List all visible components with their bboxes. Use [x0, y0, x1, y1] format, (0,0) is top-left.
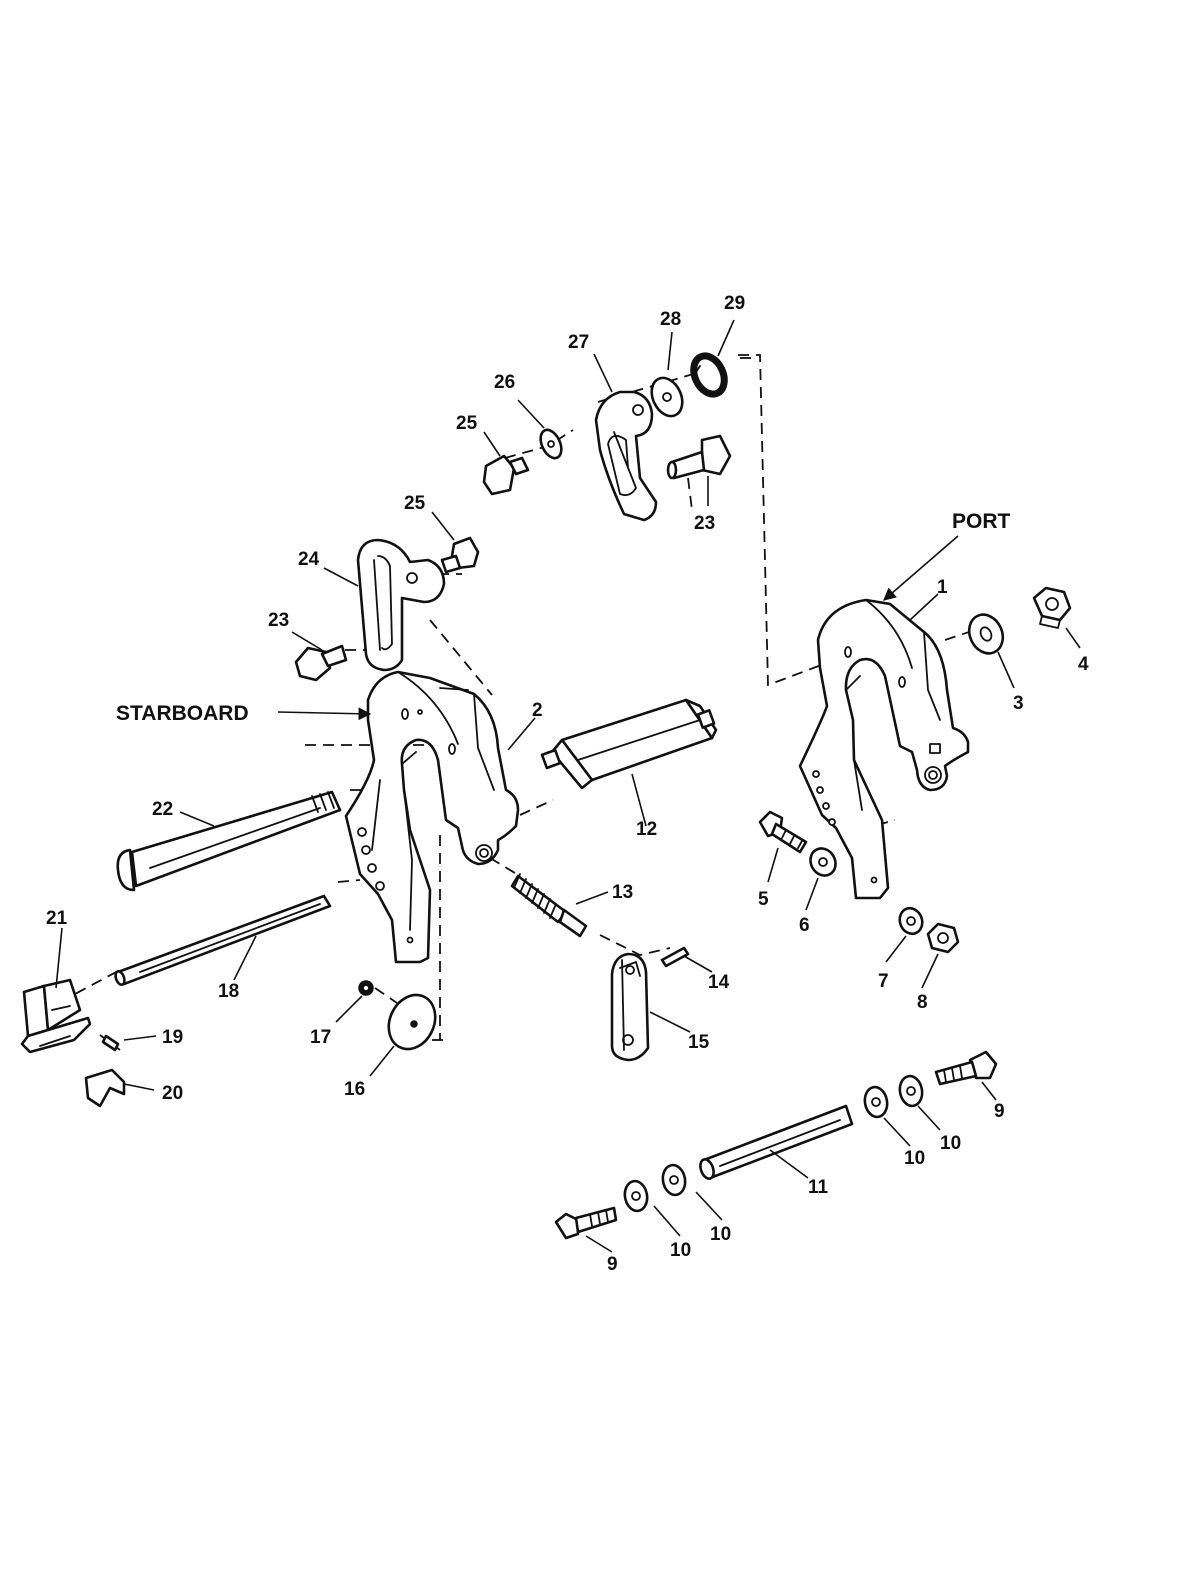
- callout-11: 11: [808, 1177, 829, 1198]
- washer-part-10-a: [863, 1085, 889, 1119]
- spring-part-13: [510, 873, 588, 938]
- pin-part-14: [660, 946, 690, 968]
- nut-part-4: [1032, 586, 1072, 629]
- washer-part-10-d: [661, 1163, 687, 1197]
- callout-7: 7: [878, 971, 889, 992]
- washer-part-3: [967, 613, 1005, 655]
- callout-9-left: 9: [607, 1254, 618, 1275]
- callout-17: 17: [310, 1027, 331, 1048]
- callout-5: 5: [758, 889, 769, 910]
- bolt-part-5: [758, 810, 808, 854]
- bolt-part-23-upper: [666, 434, 732, 480]
- callout-numbers: 1 2 3 4 5 6 7 8 9 9 10 10 10 10 11 12 13…: [46, 293, 1089, 1275]
- callout-10-a: 10: [940, 1133, 961, 1154]
- callout-25-lower: 25: [404, 493, 426, 514]
- knob-part-17: [358, 980, 374, 996]
- callout-9-right: 9: [994, 1101, 1005, 1122]
- callout-28: 28: [660, 309, 681, 330]
- callout-2: 2: [532, 700, 543, 721]
- plate-part-24: [356, 538, 446, 672]
- clip-part-20: [84, 1068, 126, 1108]
- callout-1: 1: [937, 577, 948, 598]
- port-side-label: PORT: [952, 510, 1011, 533]
- starboard-side-label: STARBOARD: [116, 702, 249, 725]
- washer-part-26: [539, 428, 563, 460]
- callout-13: 13: [612, 882, 633, 903]
- callout-10-b: 10: [904, 1148, 925, 1169]
- callout-16: 16: [344, 1079, 365, 1100]
- callout-12: 12: [636, 819, 657, 840]
- washer-part-28: [650, 376, 684, 418]
- leader-lines: [55, 319, 1081, 1253]
- latch-plate-part-27: [594, 390, 658, 522]
- callout-14: 14: [708, 972, 730, 993]
- latch-part-21: [20, 978, 92, 1054]
- callout-24: 24: [298, 549, 320, 570]
- knob-part-25-lower: [440, 536, 480, 574]
- bolt-part-23-lower: [294, 644, 348, 682]
- callout-10-d: 10: [670, 1240, 691, 1261]
- callout-23-upper: 23: [694, 513, 715, 534]
- callout-26: 26: [494, 372, 515, 393]
- tube-part-11: [699, 1104, 854, 1180]
- callout-21: 21: [46, 908, 68, 929]
- callout-6: 6: [799, 915, 810, 936]
- callout-4: 4: [1078, 654, 1089, 675]
- callout-10-c: 10: [710, 1224, 731, 1245]
- retaining-ring-part-29: [690, 352, 728, 398]
- washer-part-10-c: [623, 1179, 649, 1213]
- washer-part-10-b: [898, 1074, 924, 1108]
- callout-8: 8: [917, 992, 928, 1013]
- callout-25-upper: 25: [456, 413, 478, 434]
- callout-20: 20: [162, 1083, 183, 1104]
- washer-part-7: [898, 906, 924, 936]
- disc-part-16: [387, 993, 437, 1051]
- callout-29: 29: [724, 293, 745, 314]
- washer-part-6: [809, 847, 837, 877]
- bolt-part-22: [116, 790, 342, 892]
- callout-3: 3: [1013, 693, 1024, 714]
- knob-part-25-upper: [482, 454, 530, 496]
- link-part-15: [610, 952, 650, 1062]
- callout-19: 19: [162, 1027, 183, 1048]
- starboard-bracket-part-2: [344, 670, 520, 964]
- pin-part-19: [101, 1034, 120, 1052]
- rod-part-18: [114, 894, 332, 987]
- callout-15: 15: [688, 1032, 710, 1053]
- cylinder-part-12: [540, 698, 718, 790]
- callout-23-lower: 23: [268, 610, 289, 631]
- bolt-part-9-left: [554, 1206, 618, 1240]
- callout-27: 27: [568, 332, 589, 353]
- bolt-part-9-right: [934, 1050, 998, 1086]
- port-bracket-part-1: [798, 598, 970, 900]
- callout-18: 18: [218, 981, 239, 1002]
- callout-22: 22: [152, 799, 173, 820]
- nut-part-8: [926, 922, 960, 954]
